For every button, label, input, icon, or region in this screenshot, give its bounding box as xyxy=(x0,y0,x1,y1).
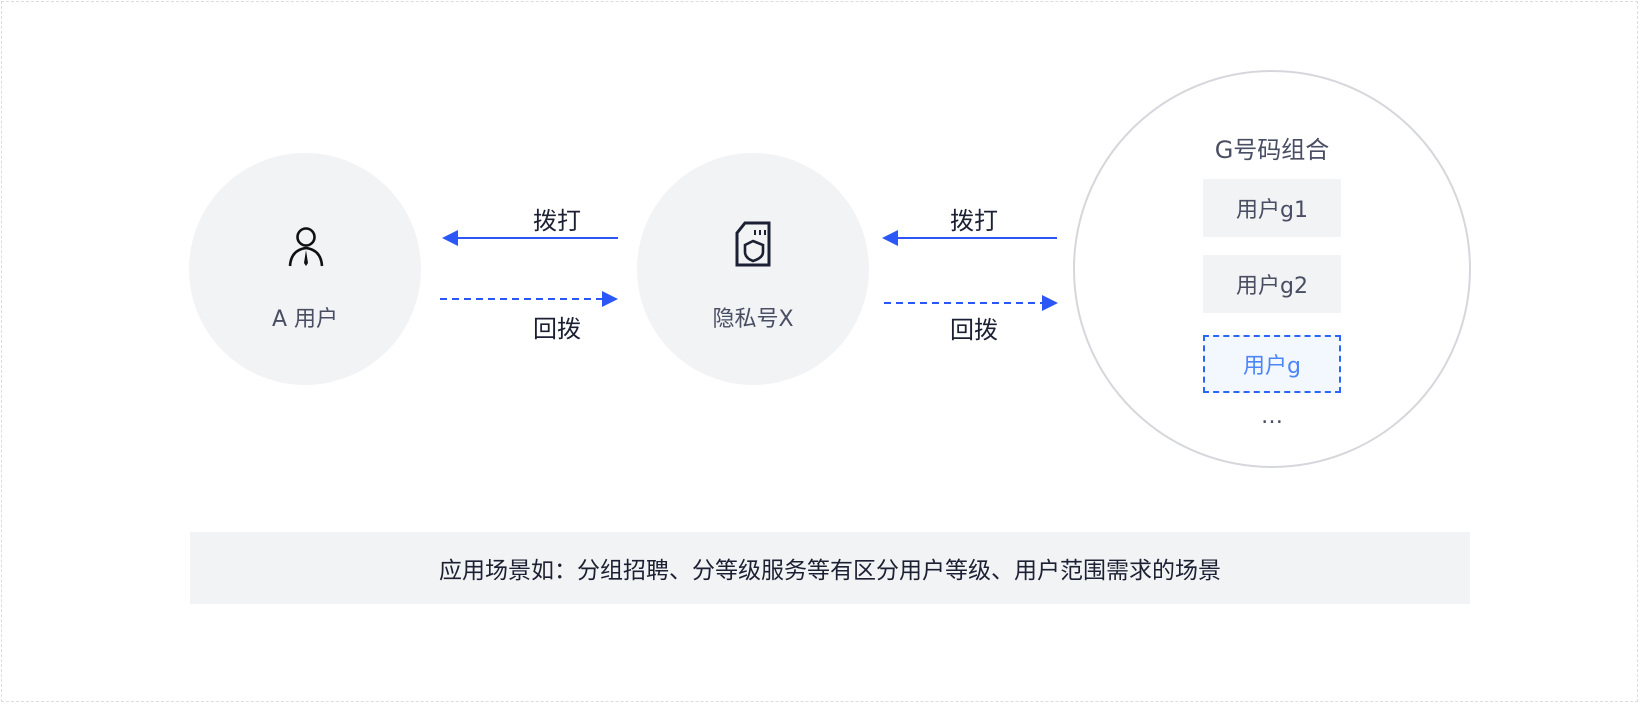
dial-arrow-left xyxy=(442,230,618,246)
private-number-label: 隐私号X xyxy=(712,307,794,332)
callback-label-left: 回拨 xyxy=(533,315,581,343)
group-item-selected: 用户g xyxy=(1203,335,1341,393)
more-ellipsis: … xyxy=(1261,404,1283,429)
group-item: 用户g2 xyxy=(1203,255,1341,313)
callback-arrow-right xyxy=(884,295,1058,311)
user-a-label: A 用户 xyxy=(271,307,339,332)
dial-label-right: 拨打 xyxy=(950,207,998,235)
user-a-node xyxy=(189,153,421,385)
caption-text: 应用场景如：分组招聘、分等级服务等有区分用户等级、用户范围需求的场景 xyxy=(439,558,1221,584)
group-node xyxy=(1073,70,1471,468)
private-number-node xyxy=(637,153,869,385)
callback-label-right: 回拨 xyxy=(950,316,998,344)
callback-arrow-left xyxy=(440,291,618,307)
dial-label-left: 拨打 xyxy=(533,207,581,235)
group-item: 用户g1 xyxy=(1203,179,1341,237)
scenario-caption: 应用场景如：分组招聘、分等级服务等有区分用户等级、用户范围需求的场景 xyxy=(190,532,1470,604)
sim-shield-icon xyxy=(735,221,771,267)
user-icon xyxy=(288,227,324,267)
group-title: G号码组合 xyxy=(1214,136,1330,164)
dial-arrow-right xyxy=(882,230,1057,246)
